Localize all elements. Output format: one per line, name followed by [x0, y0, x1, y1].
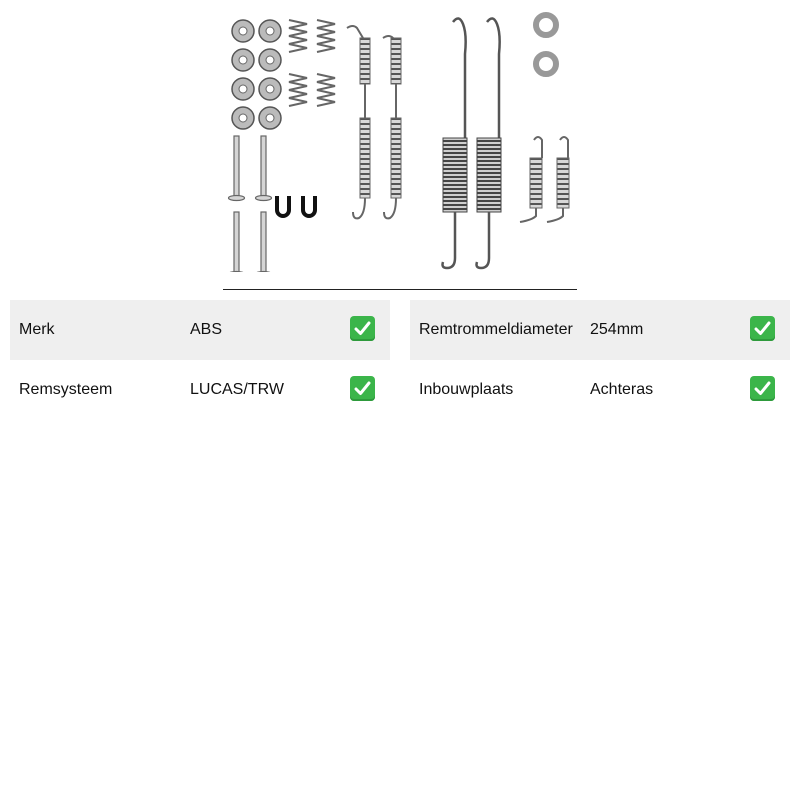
spec-row-inbouwplaats: Inbouwplaats Achteras — [410, 360, 790, 420]
spec-label: Merk — [19, 321, 55, 338]
large-springs — [441, 17, 502, 270]
image-divider — [223, 289, 577, 290]
washer-set — [231, 19, 282, 130]
spec-value: LUCAS/TRW — [190, 381, 284, 398]
spec-value: ABS — [190, 321, 223, 338]
product-image — [227, 12, 570, 272]
spec-row-merk: Merk ABS — [10, 300, 390, 360]
u-clips — [275, 196, 317, 218]
spec-label: Remsysteem — [19, 381, 113, 398]
ring-washers — [533, 12, 559, 77]
return-springs — [346, 25, 402, 220]
spec-row-remtrommeldiameter: Remtrommeldiameter 254mm — [410, 300, 790, 360]
spec-label: Inbouwplaats — [419, 381, 514, 398]
check-mark-icon — [350, 316, 375, 341]
short-springs — [519, 136, 570, 223]
spec-label: Remtrommeldiameter — [419, 321, 573, 338]
hold-down-springs — [288, 19, 336, 107]
check-mark-icon — [750, 376, 775, 401]
check-mark-icon — [750, 316, 775, 341]
spec-row-remsysteem: Remsysteem LUCAS/TRW — [10, 360, 390, 420]
check-mark-icon — [350, 376, 375, 401]
hold-down-pins — [227, 135, 273, 272]
spec-value: 254mm — [590, 321, 644, 338]
spec-value: Achteras — [590, 381, 654, 398]
